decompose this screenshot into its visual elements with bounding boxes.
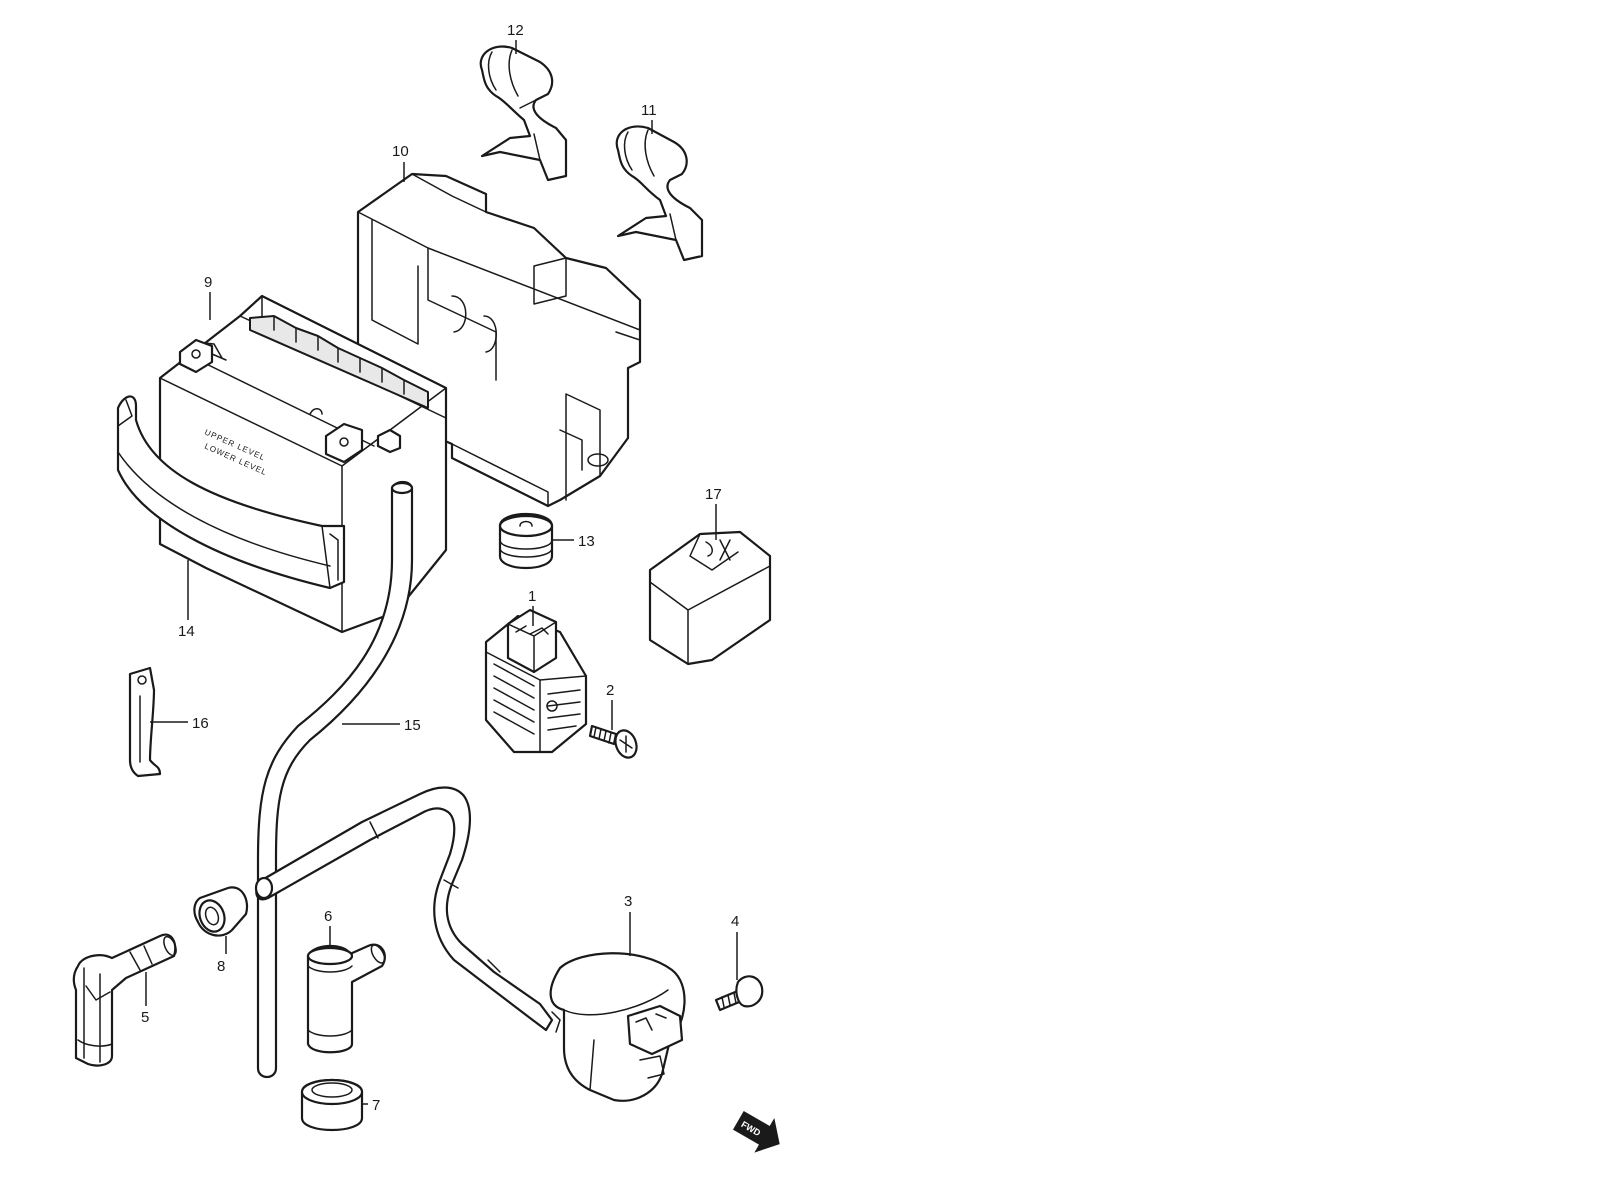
- callout-1: 1: [528, 588, 536, 626]
- callout-11: 11: [641, 102, 657, 134]
- callout-10: 10: [392, 143, 409, 182]
- svg-text:11: 11: [641, 102, 657, 119]
- svg-text:17: 17: [705, 486, 722, 503]
- callout-13: 13: [552, 533, 595, 550]
- callout-12: 12: [507, 22, 524, 54]
- part-15-breather-hose: [256, 480, 414, 1079]
- svg-text:3: 3: [624, 893, 632, 910]
- callout-16: 16: [150, 715, 209, 732]
- part-9-battery: UPPER LEVEL LOWER LEVEL: [158, 294, 448, 634]
- callout-6: 6: [324, 908, 332, 948]
- part-5-plug-cap: [72, 933, 177, 1067]
- part-1-regulator: [484, 608, 588, 754]
- svg-text:10: 10: [392, 143, 409, 160]
- callout-17: 17: [705, 486, 722, 540]
- svg-text:1: 1: [528, 588, 536, 605]
- callout-2: 2: [606, 682, 614, 730]
- svg-text:5: 5: [141, 1009, 149, 1026]
- callout-14: 14: [178, 560, 195, 640]
- svg-text:6: 6: [324, 908, 332, 925]
- part-6-plug-cap: [306, 943, 386, 1054]
- svg-text:9: 9: [204, 274, 212, 291]
- callout-15: 15: [342, 717, 421, 734]
- svg-text:13: 13: [578, 533, 595, 550]
- part-12-cable-clamp: [479, 45, 568, 182]
- callout-9: 9: [204, 274, 212, 320]
- callout-5: 5: [141, 972, 149, 1026]
- svg-text:14: 14: [178, 623, 195, 640]
- svg-text:12: 12: [507, 22, 524, 39]
- callout-8: 8: [217, 936, 227, 975]
- part-3-ignition-coil: [254, 786, 686, 1102]
- svg-text:2: 2: [606, 682, 614, 699]
- part-8-seal: [193, 886, 249, 937]
- part-11-cable-clamp: [615, 125, 704, 262]
- callout-3: 3: [624, 893, 632, 956]
- svg-text:15: 15: [404, 717, 421, 734]
- svg-text:16: 16: [192, 715, 209, 732]
- part-16-bracket: [128, 666, 162, 778]
- part-4-bolt: [714, 975, 764, 1012]
- svg-text:8: 8: [217, 958, 225, 975]
- part-2-screw: [588, 724, 638, 759]
- part-7-ring: [300, 1078, 364, 1132]
- callout-7: 7: [362, 1097, 380, 1114]
- part-14-battery-strap: [116, 395, 346, 590]
- part-17-cover: [648, 530, 772, 666]
- part-13-grommet: [498, 512, 554, 570]
- fwd-arrow-icon: FWD: [732, 1110, 780, 1153]
- svg-text:7: 7: [372, 1097, 380, 1114]
- svg-text:4: 4: [731, 913, 739, 930]
- callout-4: 4: [731, 913, 739, 980]
